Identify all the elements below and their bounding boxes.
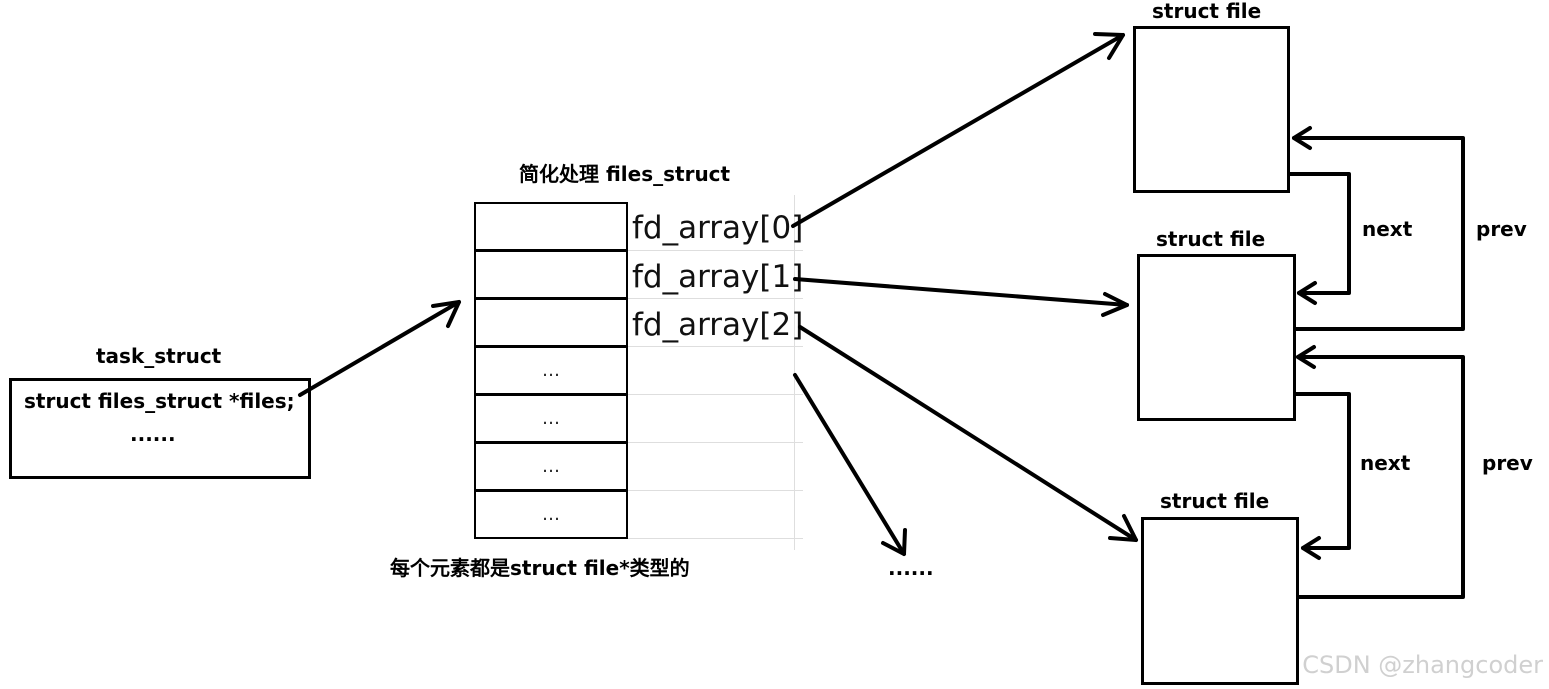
struct-file-1-box	[1133, 26, 1290, 193]
struct-file-2-box	[1137, 254, 1296, 421]
struct-file-3-title: struct file	[1160, 489, 1270, 513]
arrowhead	[1292, 126, 1312, 150]
struct-file-2-title: struct file	[1156, 227, 1266, 251]
array-cell-text: …	[542, 456, 560, 477]
grid-line	[628, 490, 803, 491]
array-cell: …	[474, 490, 628, 539]
next-label-2: next	[1360, 451, 1411, 475]
next-link-1	[1288, 172, 1351, 295]
task-struct-title: task_struct	[96, 344, 222, 368]
arrow-more	[793, 373, 906, 556]
array-cell: …	[474, 442, 628, 491]
array-cell-text: …	[542, 408, 560, 429]
array-more: ......	[888, 556, 934, 580]
struct-file-3-box	[1141, 517, 1299, 685]
arrowhead	[431, 300, 461, 328]
arrowhead	[1301, 536, 1321, 560]
grid-line	[628, 538, 803, 539]
arrowhead	[1296, 345, 1316, 369]
struct-file-1-title: struct file	[1152, 0, 1262, 23]
prev-label-2: prev	[1482, 451, 1533, 475]
next-label-1: next	[1362, 217, 1413, 241]
grid-line	[794, 195, 795, 550]
prev-link-2	[1296, 355, 1465, 599]
arrow-fd1	[793, 277, 1129, 307]
grid-line	[628, 250, 803, 251]
array-cell-text: …	[542, 360, 560, 381]
grid-line	[628, 394, 803, 395]
grid-line	[628, 346, 803, 347]
fd-array-1-label: fd_array[1]	[632, 259, 804, 295]
task-struct-box	[9, 378, 311, 479]
prev-link-1	[1292, 136, 1465, 331]
arrowhead	[1093, 32, 1125, 60]
fd-array-2-label: fd_array[2]	[632, 307, 804, 343]
arrowhead	[881, 528, 907, 556]
task-struct-member: struct files_struct *files;	[24, 389, 295, 413]
arrowhead	[1297, 281, 1317, 305]
arrow-fd0	[791, 33, 1125, 228]
arrow-files-pointer	[298, 300, 461, 397]
arrow-fd2	[798, 325, 1138, 542]
watermark: CSDN @zhangcoder	[1302, 651, 1543, 679]
files-struct-title: 简化处理 files_struct	[519, 162, 731, 186]
grid-line	[628, 298, 803, 299]
grid-line	[628, 442, 803, 443]
arrowhead	[1108, 514, 1138, 542]
task-struct-more: ......	[130, 422, 176, 446]
array-cell-text: …	[542, 504, 560, 525]
next-link-2	[1294, 392, 1351, 550]
prev-label-1: prev	[1476, 217, 1527, 241]
array-caption: 每个元素都是struct file*类型的	[390, 556, 690, 580]
arrowhead	[1101, 292, 1129, 317]
fd-array-0-label: fd_array[0]	[632, 210, 804, 246]
